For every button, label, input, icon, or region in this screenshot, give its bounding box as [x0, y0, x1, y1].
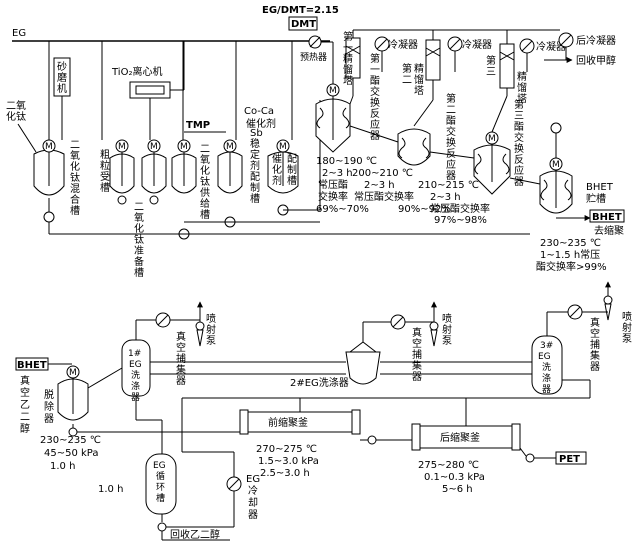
degly-conditions: 230~235 ℃ 45~50 kPa 1.0 h — [40, 435, 104, 472]
grinder-label: 砂磨机 — [57, 60, 67, 95]
eg-wash2-label: 2#EG洗涤器 — [290, 376, 349, 389]
post-conditions: 275~280 ℃ 0.1~0.3 kPa 5~6 h — [418, 460, 488, 495]
ex2-conditions: 200~210 ℃ 2~3 h 常压酯交换率 90%~92% — [352, 168, 451, 215]
motor-icon-bhet: M — [549, 157, 563, 171]
bhet-out-label: BHET — [592, 212, 622, 223]
rectifier-3 — [499, 43, 515, 89]
svg-text:M: M — [150, 142, 158, 152]
bhet-vent-condenser-icon — [550, 122, 562, 134]
condenser2-label: 冷凝器 — [462, 38, 492, 51]
tio2-prep-label: 二氧化钛准备槽 — [134, 202, 144, 279]
coca-label: Co-Ca — [244, 106, 274, 117]
tio2-mixing-label: 二氧化钛混合槽 — [70, 140, 80, 217]
motor-icon-mixing: M — [42, 139, 56, 153]
deglycol-label: 脱除器 — [44, 388, 54, 425]
recover-eg-label: 回收乙二醇 — [170, 528, 220, 541]
pump-icon-5 — [149, 195, 159, 205]
condenser1-label: 冷凝器 — [388, 38, 418, 51]
condenser3-label: 冷凝器 — [536, 40, 566, 53]
eg-feed-label: EG — [12, 28, 26, 39]
jet2-label: 喷射泵 — [442, 313, 452, 347]
svg-text:配制槽: 配制槽 — [287, 153, 297, 187]
tio2-feed-tank-label: 二氧化钛供给槽 — [200, 144, 210, 221]
svg-text:馏塔: 馏塔 — [414, 73, 424, 97]
bhet-in-label: BHET — [17, 360, 47, 371]
ex3-conditions: 210~215 ℃ 2~3 h 常压酯交换率 97%~98% — [418, 180, 493, 226]
svg-text:M: M — [279, 142, 287, 152]
rect3-label: 第三 — [486, 54, 496, 78]
motor-icon-catalyst: M — [276, 139, 290, 153]
ex1-label: 第一酯交换反应器 — [370, 52, 380, 142]
motor-icon-prep: M — [147, 139, 161, 153]
svg-text:M: M — [69, 368, 77, 378]
motor-icon-reactor3: M — [485, 131, 499, 145]
svg-text:M: M — [329, 86, 337, 96]
motor-icon-reactor1: M — [326, 83, 340, 97]
pet-product-box — [555, 451, 587, 465]
pet-label: PET — [559, 454, 580, 465]
ex1-conditions: 180~190 ℃ 2~3 h 常压酯 交换率 69%~70% — [316, 156, 380, 215]
catalyst-tank-label: 催化剂 — [272, 152, 282, 187]
circ-time: 1.0 h — [98, 484, 123, 495]
to-polycondensation-label: 去缩聚 — [594, 224, 624, 237]
ex3-label: 第三酯交换反应器 — [514, 98, 524, 188]
jet-pump-1-icon — [196, 329, 204, 347]
centrifuge-label: TiO₂离心机 — [111, 65, 162, 78]
eg-washer-2 — [345, 351, 381, 385]
pump-icon-post — [525, 453, 535, 463]
motor-icon-deglycol: M — [66, 365, 80, 379]
recover-methanol-label: 回收甲醇 — [576, 54, 616, 67]
rect2-label: 第二精 — [402, 62, 424, 86]
vacuum-eg-label: 真空乙二醇 — [20, 374, 30, 435]
svg-text:M: M — [118, 142, 126, 152]
post-poly-label: 后缩聚釜 — [440, 431, 480, 444]
dmt-feed-box — [288, 16, 318, 31]
eg-dmt-ratio: EG/DMT=2.15 — [262, 5, 339, 16]
pre-conditions: 270~275 ℃ 1.5~3.0 kPa 2.5~3.0 h — [256, 444, 322, 479]
svg-text:M: M — [226, 142, 234, 152]
ex2-label: 第二酯交换反应器 — [446, 92, 456, 182]
motor-icon-sb: M — [223, 139, 237, 153]
tio2-feed-label: 二氧化钛 — [6, 99, 26, 123]
ester-reactor-2 — [397, 128, 431, 166]
motor-icon-coarse: M — [115, 139, 129, 153]
svg-text:M: M — [552, 160, 560, 170]
trap1-label: 真空捕集器 — [176, 330, 186, 387]
svg-text:精馏塔: 精馏塔 — [517, 70, 527, 105]
jet1-label: 喷射泵 — [206, 313, 216, 347]
coarse-tank-label: 粗粒受槽 — [100, 149, 110, 194]
preheater-label: 预热器 — [300, 51, 327, 63]
catalyst-label: 催化剂 — [246, 117, 276, 130]
after-condenser-label: 后冷凝器 — [576, 34, 616, 47]
svg-text:M: M — [488, 134, 496, 144]
pump-icon-4 — [117, 195, 127, 205]
rectifier-2 — [425, 39, 441, 81]
trap2-label: 真空捕集器 — [412, 326, 422, 383]
bhet-conditions: 230~235 ℃ 1~1.5 h常压 酯交换率>99% — [536, 238, 607, 273]
eg-circulation-tank — [145, 453, 177, 515]
pre-poly-label: 前缩聚釜 — [268, 416, 308, 429]
dmt-feed-label: DMT — [291, 19, 316, 30]
pump-icon-degly — [68, 427, 78, 437]
jet-pump-2-icon — [430, 329, 438, 347]
tmp-label: TMP — [186, 120, 210, 131]
jet3-label: 喷射泵 — [622, 311, 632, 345]
svg-text:M: M — [45, 142, 53, 152]
motor-icon-feed: M — [177, 139, 191, 153]
pump-icon-pre — [367, 435, 377, 445]
svg-text:M: M — [180, 142, 188, 152]
trap3-label: 真空捕集器 — [590, 316, 600, 373]
pump-icon-circ — [157, 522, 167, 532]
rect1-label: 第一精馏塔 — [343, 30, 353, 87]
